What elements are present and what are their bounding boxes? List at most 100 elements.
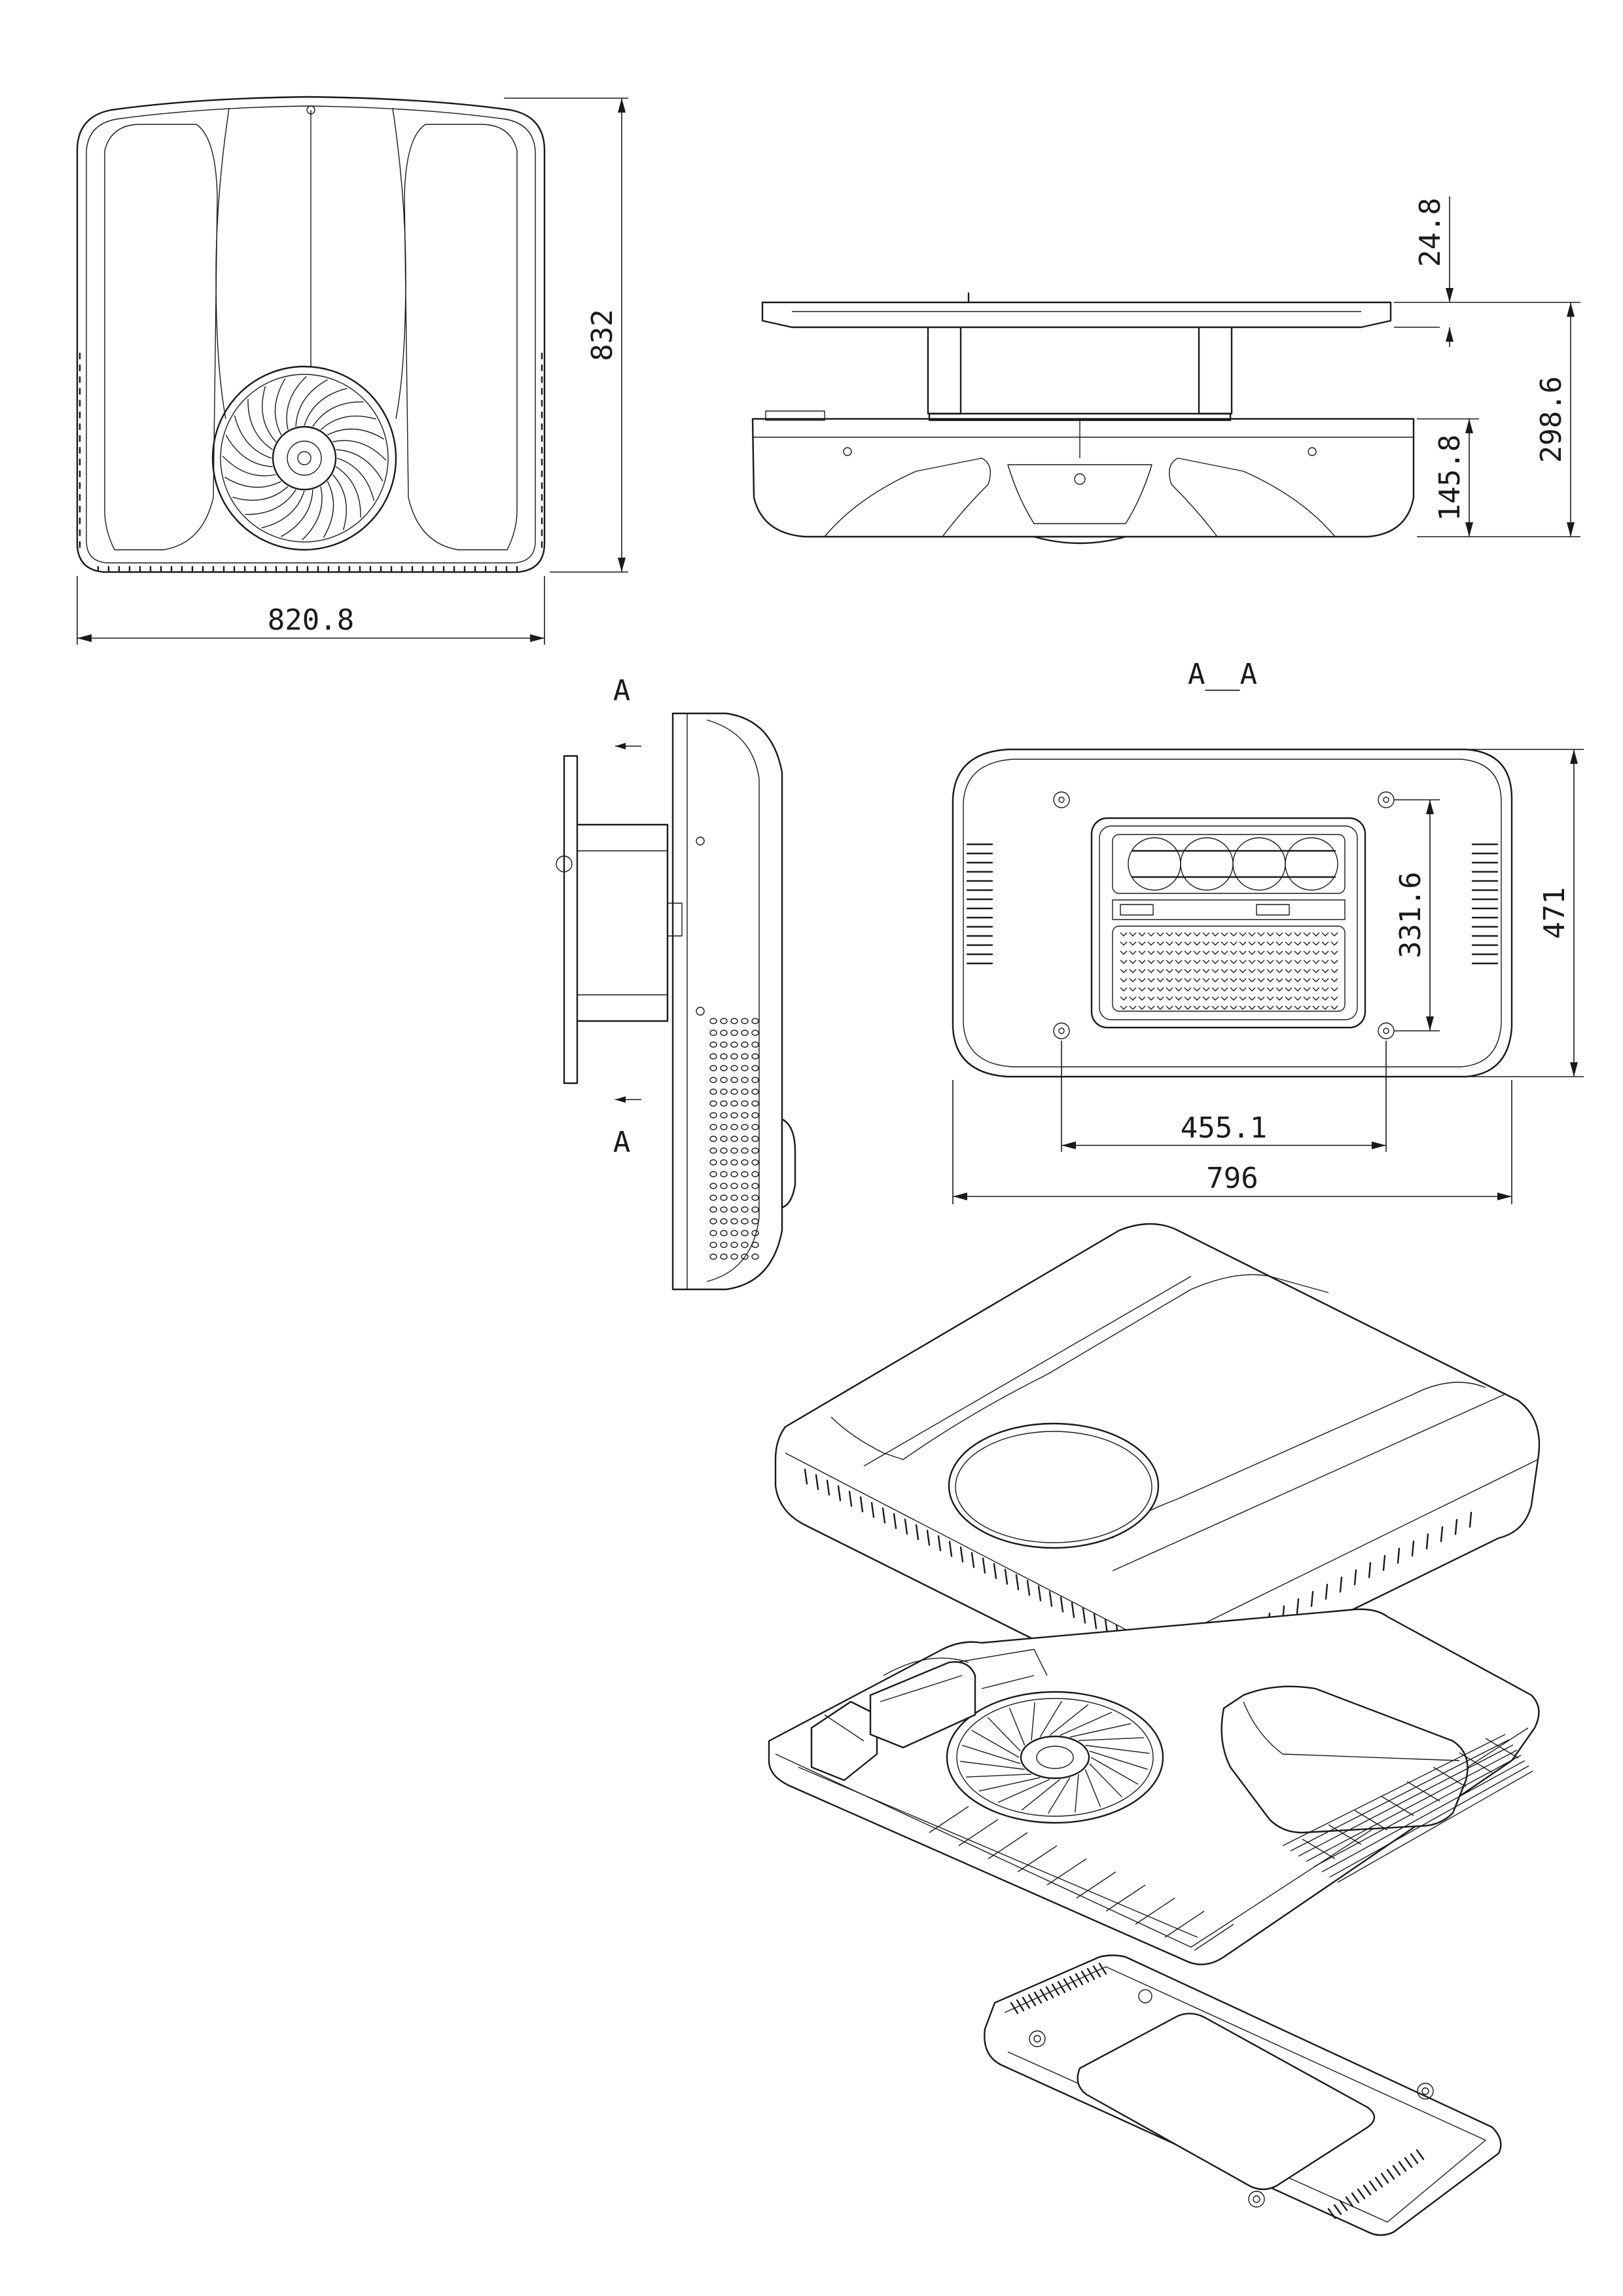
vent-hole — [741, 1088, 749, 1095]
mesh-cell — [1193, 969, 1201, 973]
section-view: A A — [556, 674, 796, 1291]
vent-slot — [1057, 1981, 1066, 1994]
base-rib — [1135, 1897, 1175, 1925]
vent-hole — [730, 1206, 738, 1213]
vent-hole — [730, 1065, 738, 1071]
mesh-cell — [1321, 1005, 1329, 1010]
mesh-cell — [1312, 1005, 1320, 1010]
mesh-cell — [1330, 1005, 1338, 1010]
vent-hole — [741, 1206, 749, 1213]
mesh-cell — [1211, 969, 1219, 973]
mesh-cell — [1294, 950, 1302, 955]
mesh-cell — [1156, 996, 1164, 1001]
vent-hole — [709, 1088, 717, 1095]
fan-blade — [286, 376, 307, 430]
base-rib — [1194, 1924, 1234, 1951]
mesh-cell — [1120, 950, 1128, 955]
fan-blade — [323, 481, 334, 538]
vent-hole — [720, 1171, 728, 1177]
vent-hole — [720, 1218, 728, 1225]
mesh-cell — [1147, 932, 1155, 937]
vent-hole — [751, 1053, 759, 1060]
mesh-cell — [1175, 996, 1183, 1001]
fan-blade — [1084, 1769, 1101, 1807]
fan-blade — [222, 456, 276, 476]
vent-hole — [709, 1218, 717, 1225]
vent-hole — [730, 1018, 738, 1024]
vent-slot — [1368, 1562, 1372, 1579]
mesh-cell — [1193, 950, 1201, 955]
fan-blade — [1069, 1723, 1132, 1738]
fan-blade — [336, 449, 383, 482]
vent-hole — [751, 1065, 759, 1071]
side-view-center-vent — [1007, 464, 1152, 524]
vent-hole — [730, 1230, 738, 1236]
mesh-cell — [1184, 996, 1192, 1001]
mesh-cell — [1129, 969, 1137, 973]
fan-blade — [1075, 1774, 1079, 1813]
front-height-dimension: 832 — [504, 98, 628, 573]
front-view-outline — [76, 96, 546, 573]
grid-bar — [1282, 1734, 1506, 1846]
vent-hole — [730, 1077, 738, 1083]
mesh-cell — [1248, 1005, 1256, 1010]
vent-slot — [1037, 1585, 1042, 1602]
mesh-cell — [1147, 987, 1155, 992]
mesh-cell — [1221, 960, 1228, 964]
mesh-cell — [1257, 987, 1265, 992]
fan-blade — [1048, 1777, 1071, 1814]
vent-slot — [1404, 2157, 1413, 2168]
fan-blade — [1049, 1704, 1089, 1736]
vent-hole — [709, 1030, 717, 1036]
front-height-label: 832 — [586, 309, 619, 361]
mesh-cell — [1312, 987, 1320, 992]
mesh-cell — [1221, 987, 1228, 992]
mesh-cell — [1285, 941, 1293, 946]
mesh-cell — [1147, 1005, 1155, 1010]
vent-slot — [882, 1507, 886, 1524]
mesh-cell — [1330, 941, 1338, 946]
mesh-cell — [1330, 987, 1338, 992]
vent-slot — [1357, 2188, 1366, 2200]
mesh-cell — [1312, 950, 1320, 955]
mesh-cell — [1257, 960, 1265, 964]
fan-blade — [247, 399, 274, 450]
mesh-cell — [1321, 932, 1329, 937]
mesh-cell — [1156, 960, 1164, 964]
base-rib — [1105, 1884, 1146, 1912]
vent-slot — [937, 1535, 942, 1552]
vent-slot — [1425, 1533, 1429, 1550]
mesh-cell — [1175, 978, 1183, 982]
mesh-cell — [1230, 932, 1238, 937]
vent-slot — [993, 1563, 997, 1579]
mesh-cell — [1248, 996, 1256, 1001]
vent-slot — [1015, 1574, 1020, 1590]
mesh-cell — [1248, 941, 1256, 946]
vent-hole — [720, 1253, 728, 1260]
mesh-cell — [1285, 1005, 1293, 1010]
mesh-cell — [1303, 941, 1311, 946]
base-rib — [958, 1819, 999, 1846]
mesh-cell — [1248, 932, 1256, 937]
vent-slot — [915, 1524, 919, 1541]
vent-slot — [1411, 1540, 1415, 1557]
exploded-base-fan — [946, 1691, 1164, 1824]
mesh-cell — [1202, 996, 1210, 1001]
grid-bar — [1329, 1765, 1529, 1878]
mesh-cell — [1239, 960, 1247, 964]
hole-height-label: 331.6 — [1394, 872, 1427, 958]
mesh-cell — [1175, 950, 1183, 955]
vent-slot — [971, 1552, 975, 1568]
mesh-cell — [1202, 950, 1210, 955]
overall-width-dimension: 796 — [952, 1080, 1512, 1204]
mesh-cell — [1221, 932, 1228, 937]
vent-hole — [751, 1030, 759, 1036]
vent-slot — [1440, 1526, 1444, 1543]
fan-blade — [245, 489, 296, 515]
vent-hole — [751, 1194, 759, 1201]
grid-bar — [1321, 1760, 1525, 1873]
fan-blade — [1021, 1779, 1061, 1811]
mesh-cell — [1166, 932, 1173, 937]
mesh-cell — [1239, 932, 1247, 937]
mesh-cell — [1312, 941, 1320, 946]
